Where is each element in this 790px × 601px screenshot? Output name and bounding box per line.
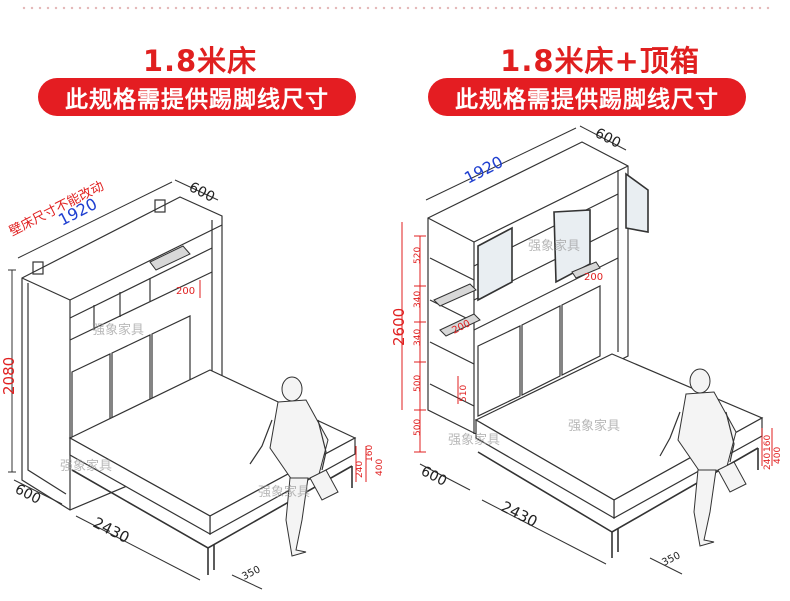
left-small-dim-c: 400 <box>375 459 385 476</box>
left-watermark-2: 强象家具 <box>60 458 112 474</box>
right-seg-dim-1: 520 <box>413 247 423 264</box>
right-bed-length-dim: 2430 <box>498 498 540 531</box>
left-watermark-3: 强象家具 <box>258 484 310 500</box>
right-glass-door <box>477 226 513 302</box>
right-seg-dim-5: 500 <box>413 419 423 436</box>
right-seg-dim-3: 340 <box>413 329 423 346</box>
right-glass-door-open <box>625 172 649 233</box>
left-cabinet-drawing <box>8 179 367 590</box>
right-banner: 此规格需提供踢脚线尺寸 <box>428 78 746 116</box>
right-cabinet-drawing <box>401 125 773 575</box>
wall-bracket <box>154 199 166 213</box>
left-bed-length-dim: 2430 <box>90 514 132 547</box>
left-banner: 此规格需提供踢脚线尺寸 <box>38 78 356 116</box>
right-shelf-dim-a: 200 <box>584 272 603 283</box>
right-depth-dim: 600 <box>592 125 623 151</box>
right-small-dim-a: 240 <box>763 453 773 470</box>
left-leg-dim: 350 <box>240 564 262 582</box>
right-side-depth-dim: 600 <box>418 463 449 489</box>
decorative-dot-border <box>20 6 770 10</box>
left-watermark-1: 强象家具 <box>92 322 144 338</box>
left-person-figure <box>249 376 339 557</box>
wall-bracket <box>32 261 44 275</box>
right-watermark-2: 强象家具 <box>448 432 500 448</box>
left-height-dim: 2080 <box>0 357 18 395</box>
right-leg-dim: 350 <box>660 550 682 568</box>
left-shelf-dim: 200 <box>176 286 195 297</box>
right-seg-dim-2: 340 <box>413 291 423 308</box>
left-shelf-board <box>149 245 191 271</box>
right-height-dim: 2600 <box>390 308 408 346</box>
right-title: 1.8米床+顶箱 <box>500 44 700 78</box>
right-seg-dim-4: 500 <box>413 375 423 392</box>
left-small-dim-a: 240 <box>355 461 365 478</box>
right-person-figure <box>659 368 747 547</box>
right-inner-dim: 510 <box>459 385 469 402</box>
right-watermark-1: 强象家具 <box>528 238 580 254</box>
left-small-dim-b: 160 <box>365 445 375 462</box>
right-watermark-3: 强象家具 <box>568 418 620 434</box>
left-title: 1.8米床 <box>142 44 258 78</box>
right-small-dim-b: 160 <box>763 435 773 452</box>
right-small-dim-c: 400 <box>773 447 783 464</box>
